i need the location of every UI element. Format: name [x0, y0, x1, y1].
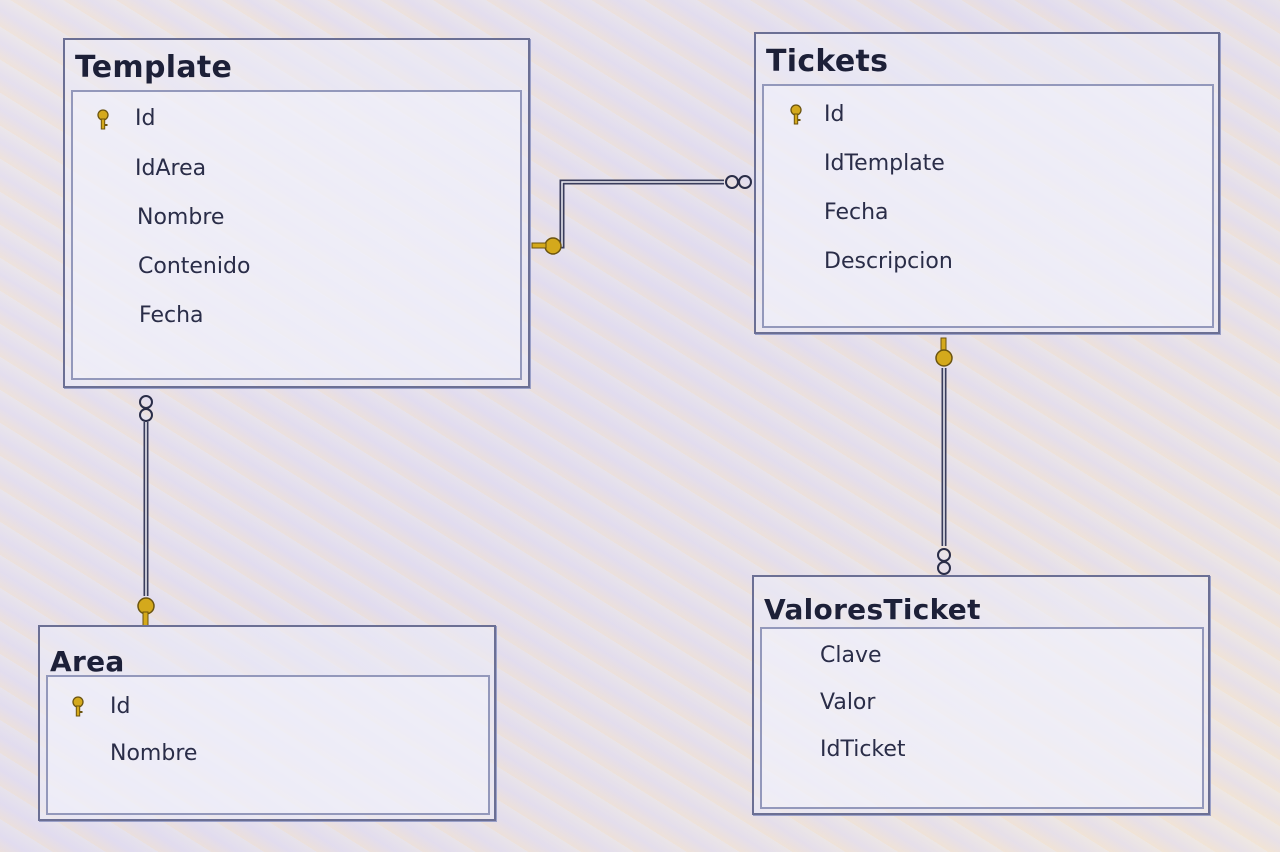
key-icon: [531, 237, 562, 255]
column-idticket[interactable]: IdTicket: [820, 737, 906, 762]
column-clave[interactable]: Clave: [820, 643, 882, 668]
relationship-area-template[interactable]: [137, 395, 155, 627]
column-nombre[interactable]: Nombre: [110, 741, 198, 766]
column-fecha[interactable]: Fecha: [139, 303, 204, 328]
table-title: ValoresTicket: [764, 593, 981, 626]
column-idarea[interactable]: IdArea: [135, 156, 207, 181]
column-list: Id IdArea Nombre Contenido Fecha: [71, 90, 522, 380]
table-area[interactable]: Area Id Nombre: [38, 625, 496, 821]
key-icon: [137, 597, 155, 627]
primary-key-icon: [97, 109, 109, 130]
column-nombre[interactable]: Nombre: [137, 205, 225, 230]
primary-key-icon: [72, 696, 84, 717]
column-list: Id Nombre: [46, 675, 490, 815]
table-valoresticket[interactable]: ValoresTicket Clave Valor IdTicket: [752, 575, 1210, 815]
table-title: Template: [75, 50, 233, 85]
infinity-icon: [937, 548, 951, 575]
table-template[interactable]: Template Id IdArea Nombre Contenido Fech…: [63, 38, 530, 388]
relationship-template-tickets[interactable]: [531, 175, 752, 255]
column-id[interactable]: Id: [824, 102, 845, 127]
column-descripcion[interactable]: Descripcion: [824, 249, 953, 274]
column-valor[interactable]: Valor: [820, 690, 876, 715]
table-title: Tickets: [766, 44, 889, 79]
column-fecha[interactable]: Fecha: [824, 200, 889, 225]
column-contenido[interactable]: Contenido: [138, 254, 251, 279]
column-id[interactable]: Id: [135, 106, 156, 131]
column-list: Id IdTemplate Fecha Descripcion: [762, 84, 1214, 328]
table-title: Area: [50, 645, 125, 678]
column-id[interactable]: Id: [110, 694, 131, 719]
column-idtemplate[interactable]: IdTemplate: [824, 151, 945, 176]
primary-key-icon: [790, 104, 802, 125]
key-icon: [935, 337, 953, 367]
relationship-tickets-valores[interactable]: [935, 337, 953, 575]
column-list: Clave Valor IdTicket: [760, 627, 1204, 809]
infinity-icon: [725, 175, 752, 189]
table-tickets[interactable]: Tickets Id IdTemplate Fecha Descripcion: [754, 32, 1220, 334]
infinity-icon: [139, 395, 153, 422]
